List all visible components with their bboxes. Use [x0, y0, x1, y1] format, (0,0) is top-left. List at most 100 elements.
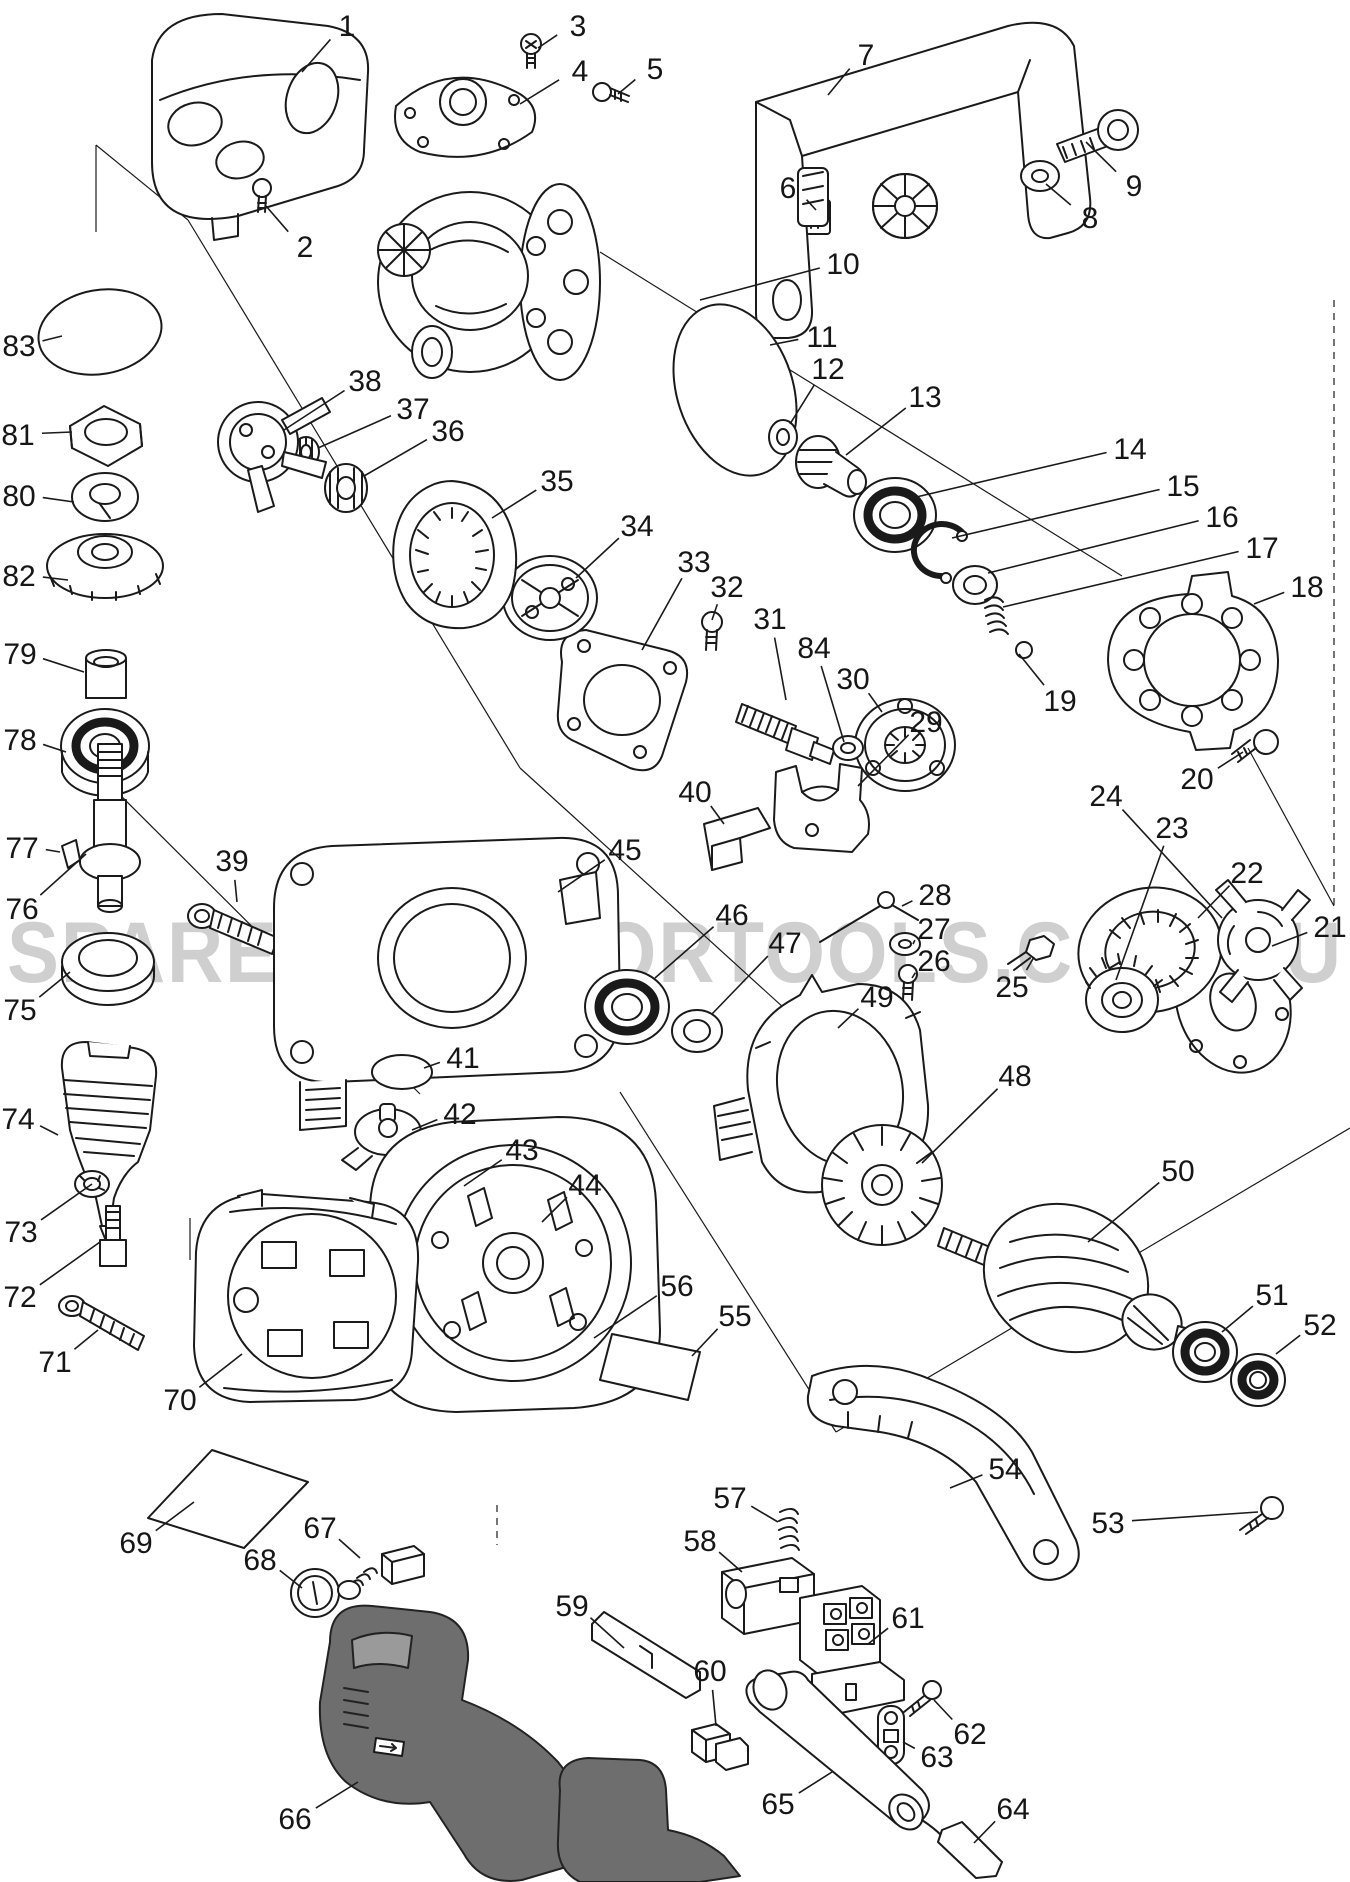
leader-line-75 — [38, 971, 71, 998]
sketch-suppressor-58 — [721, 1557, 815, 1635]
part-label-6: 6 — [780, 172, 797, 205]
leader-line-59 — [589, 1617, 625, 1649]
sketch-handle-housing-66 — [318, 1604, 606, 1882]
part-label-16: 16 — [1205, 501, 1238, 534]
leader-line-23 — [1115, 845, 1165, 981]
part-label-3: 3 — [570, 10, 587, 43]
part-label-14: 14 — [1113, 433, 1146, 466]
leader-line-73 — [40, 1183, 93, 1221]
part-label-37: 37 — [396, 393, 429, 426]
leader-line-7 — [827, 68, 851, 96]
leader-line-26 — [911, 972, 917, 979]
leader-line-29 — [857, 734, 910, 787]
sketch-screw-71 — [58, 1295, 145, 1351]
leader-line-54 — [949, 1474, 983, 1489]
leader-line-47 — [711, 955, 769, 1015]
leader-line-57 — [750, 1505, 779, 1523]
part-label-80: 80 — [2, 480, 35, 513]
leader-line-35 — [491, 489, 537, 519]
sketch-hex-screw-25 — [1007, 935, 1055, 971]
sketch-washer-16 — [952, 565, 998, 605]
part-label-27: 27 — [917, 913, 950, 946]
leader-line-70 — [198, 1353, 243, 1388]
sketch-bearing-14 — [853, 477, 937, 553]
sketch-screw-5 — [592, 82, 630, 103]
leader-line-82 — [42, 576, 69, 581]
leader-line-3 — [537, 34, 558, 49]
part-label-31: 31 — [753, 603, 786, 636]
sketch-fan-disc-82 — [46, 533, 164, 601]
sketch-spider-38 — [217, 397, 331, 513]
leader-line-4 — [519, 79, 560, 105]
sketch-bracket-40 — [703, 807, 771, 871]
leader-line-31 — [773, 637, 787, 701]
part-label-47: 47 — [768, 927, 801, 960]
leader-line-17 — [1002, 550, 1239, 608]
part-label-72: 72 — [3, 1281, 36, 1314]
leader-line-78 — [42, 743, 67, 753]
leader-line-72 — [39, 1241, 101, 1286]
leader-line-83 — [42, 335, 63, 342]
sketch-flange-30 — [854, 698, 956, 792]
part-label-78: 78 — [3, 724, 36, 757]
sketch-hex-nut-81 — [69, 405, 143, 467]
part-label-67: 67 — [303, 1512, 336, 1545]
part-label-65: 65 — [761, 1788, 794, 1821]
part-label-1: 1 — [339, 10, 356, 43]
part-label-52: 52 — [1303, 1309, 1336, 1342]
part-label-60: 60 — [693, 1655, 726, 1688]
part-label-17: 17 — [1245, 532, 1278, 565]
sketch-screw-32 — [701, 611, 723, 651]
part-label-44: 44 — [568, 1169, 601, 1202]
sketch-sleeve-36 — [324, 463, 368, 513]
sketch-bar-59 — [591, 1611, 701, 1699]
leader-line-77 — [45, 848, 61, 853]
part-label-7: 7 — [858, 39, 875, 72]
leader-line-49 — [837, 1008, 859, 1029]
sketch-split-washer-80 — [71, 472, 139, 522]
sketch-bearing-52 — [1230, 1353, 1286, 1407]
part-label-59: 59 — [555, 1590, 588, 1623]
leader-line-2 — [265, 205, 289, 233]
part-label-42: 42 — [443, 1098, 476, 1131]
leader-line-10 — [699, 267, 820, 301]
sketch-plate-33 — [556, 629, 688, 772]
sketch-ring-75 — [61, 932, 155, 1006]
sketch-top-handle — [755, 21, 1092, 339]
part-label-83: 83 — [2, 330, 35, 363]
leader-line-58 — [718, 1551, 743, 1573]
leader-line-79 — [42, 657, 85, 673]
part-label-68: 68 — [243, 1544, 276, 1577]
part-label-56: 56 — [660, 1270, 693, 1303]
leader-line-8 — [1045, 183, 1072, 206]
part-label-8: 8 — [1082, 202, 1099, 235]
leader-line-65 — [798, 1771, 833, 1794]
part-label-48: 48 — [998, 1060, 1031, 1093]
part-label-19: 19 — [1043, 685, 1076, 718]
part-label-40: 40 — [678, 776, 711, 809]
leader-line-6 — [805, 199, 817, 211]
part-label-61: 61 — [891, 1602, 924, 1635]
part-label-33: 33 — [677, 546, 710, 579]
part-label-43: 43 — [505, 1134, 538, 1167]
sketch-screw-72 — [99, 1205, 127, 1267]
leader-line-39 — [234, 879, 238, 903]
part-label-4: 4 — [572, 55, 589, 88]
sketch-sheet-69 — [147, 1449, 309, 1549]
sketch-washer-8 — [1020, 160, 1060, 192]
sketch-fan-48 — [821, 1124, 943, 1246]
part-label-9: 9 — [1126, 170, 1143, 203]
leader-line-68 — [279, 1569, 303, 1589]
part-label-76: 76 — [5, 893, 38, 926]
sketch-key-77 — [61, 839, 81, 869]
sketch-washer-84 — [832, 735, 864, 761]
leader-line-50 — [1087, 1181, 1160, 1243]
part-label-71: 71 — [38, 1346, 71, 1379]
part-label-35: 35 — [540, 465, 573, 498]
sketch-washer-12 — [768, 419, 798, 455]
sketch-carrier-24 — [1215, 879, 1311, 1003]
leader-line-24 — [1121, 809, 1223, 919]
sketch-pinion-13 — [795, 435, 867, 498]
leader-line-61 — [867, 1627, 889, 1645]
sketch-lock-nut-23 — [1085, 953, 1163, 1033]
